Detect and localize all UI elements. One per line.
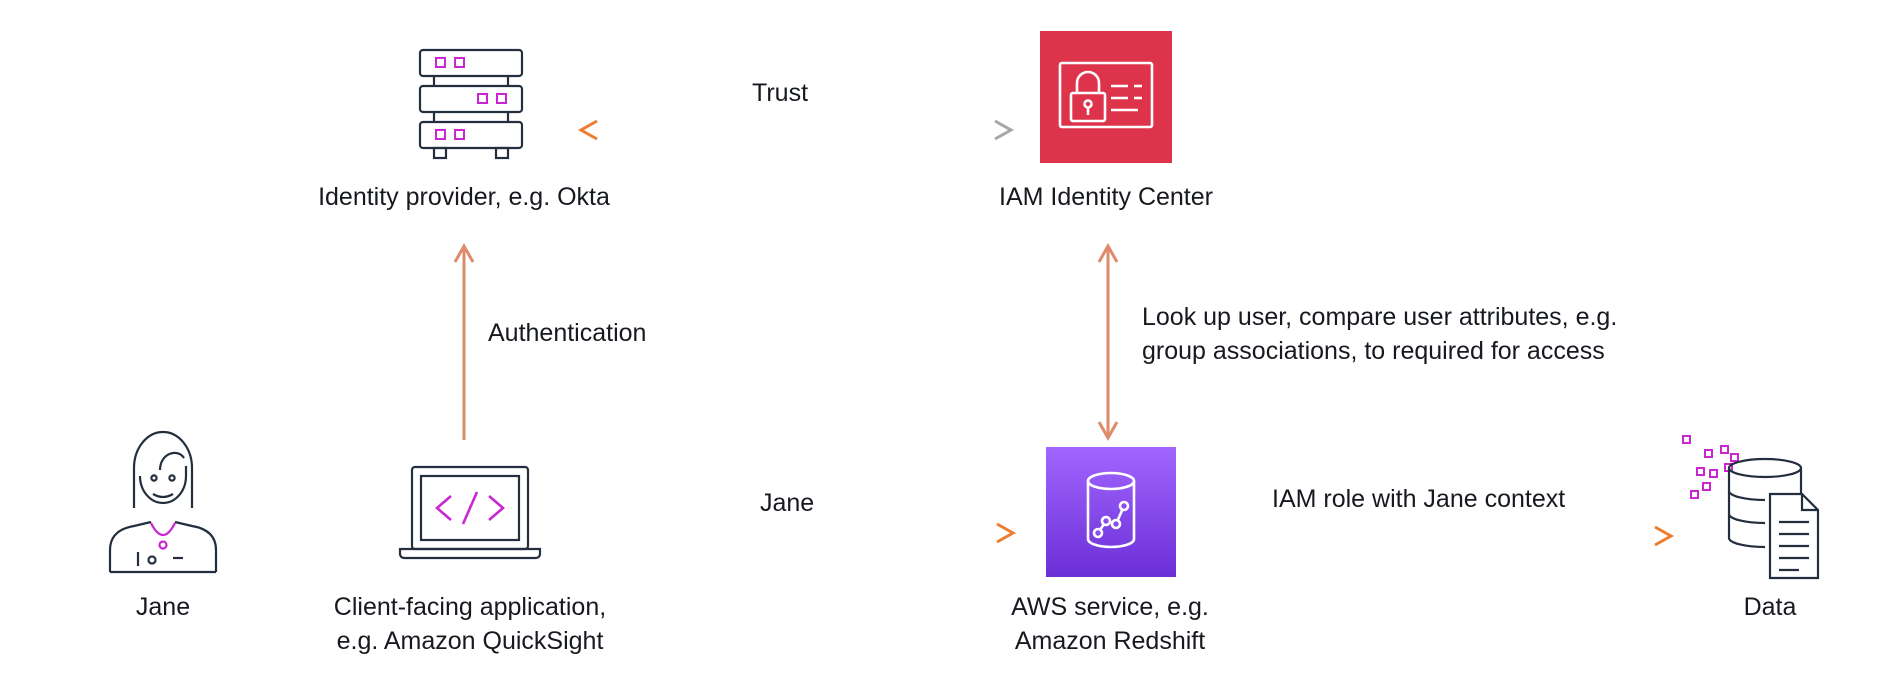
lookup-edge-label-line2: group associations, to required for acce… — [1142, 337, 1605, 365]
authentication-arrow — [453, 242, 475, 440]
lookup-edge-label-line1: Look up user, compare user attributes, e… — [1142, 303, 1618, 331]
iam-identity-center-label: IAM Identity Center — [999, 183, 1213, 211]
data-label: Data — [1743, 593, 1797, 621]
iam-role-arrow — [1192, 525, 1675, 547]
lookup-arrow — [1097, 242, 1119, 442]
client-app-label-line2: e.g. Amazon QuickSight — [336, 627, 604, 655]
identity-provider-label: Identity provider, e.g. Okta — [318, 183, 610, 211]
database-document-icon — [1682, 435, 1820, 580]
jane-edge-label: Jane — [760, 489, 815, 517]
aws-service-label: AWS service, e.g. Amazon Redshift — [960, 590, 1260, 658]
server-stack-icon — [418, 48, 524, 160]
trust-arrow — [577, 119, 1015, 141]
aws-service-label-line1: AWS service, e.g. — [1011, 593, 1209, 621]
laptop-code-icon — [398, 465, 542, 560]
iam-role-edge-label: IAM role with Jane context — [1272, 485, 1566, 513]
person-icon — [108, 430, 218, 574]
client-app-label: Client-facing application, e.g. Amazon Q… — [290, 590, 650, 658]
trust-edge-label: Trust — [752, 79, 809, 107]
authentication-edge-label: Authentication — [488, 319, 647, 347]
id-card-lock-icon — [1040, 31, 1172, 163]
redshift-database-icon — [1046, 447, 1176, 577]
jane-arrow — [580, 522, 1017, 544]
aws-service-label-line2: Amazon Redshift — [1014, 627, 1206, 655]
client-app-label-line1: Client-facing application, — [333, 593, 607, 621]
user-label: Jane — [135, 593, 191, 621]
lookup-edge-label: Look up user, compare user attributes, e… — [1142, 300, 1617, 368]
